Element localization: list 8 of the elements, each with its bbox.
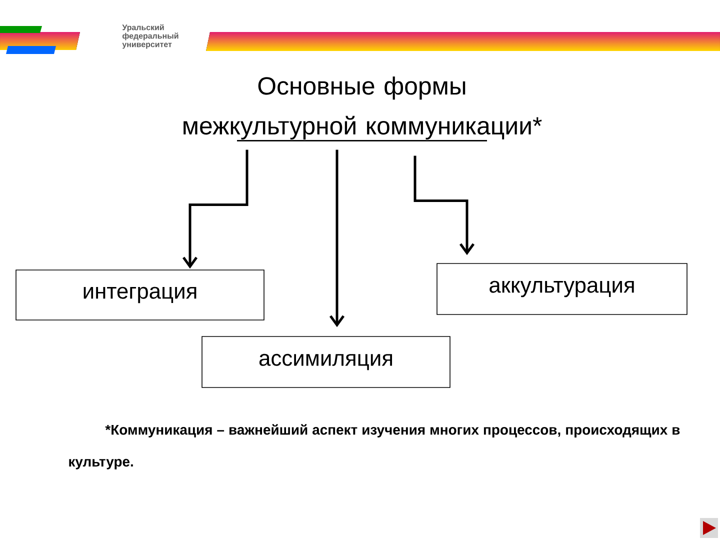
footnote: *Коммуникация – важнейший аспект изучения многих процессов, происходящих в культуре.	[69, 424, 680, 470]
process-box: ассимиляция	[202, 336, 450, 388]
arrow	[414, 156, 475, 256]
arrow	[182, 150, 248, 269]
process-box: аккультурация	[436, 263, 688, 315]
title: Основные формы межкультурной коммуникации*	[184, 76, 542, 140]
process-box: интеграция	[16, 270, 264, 320]
arrow	[330, 150, 345, 328]
